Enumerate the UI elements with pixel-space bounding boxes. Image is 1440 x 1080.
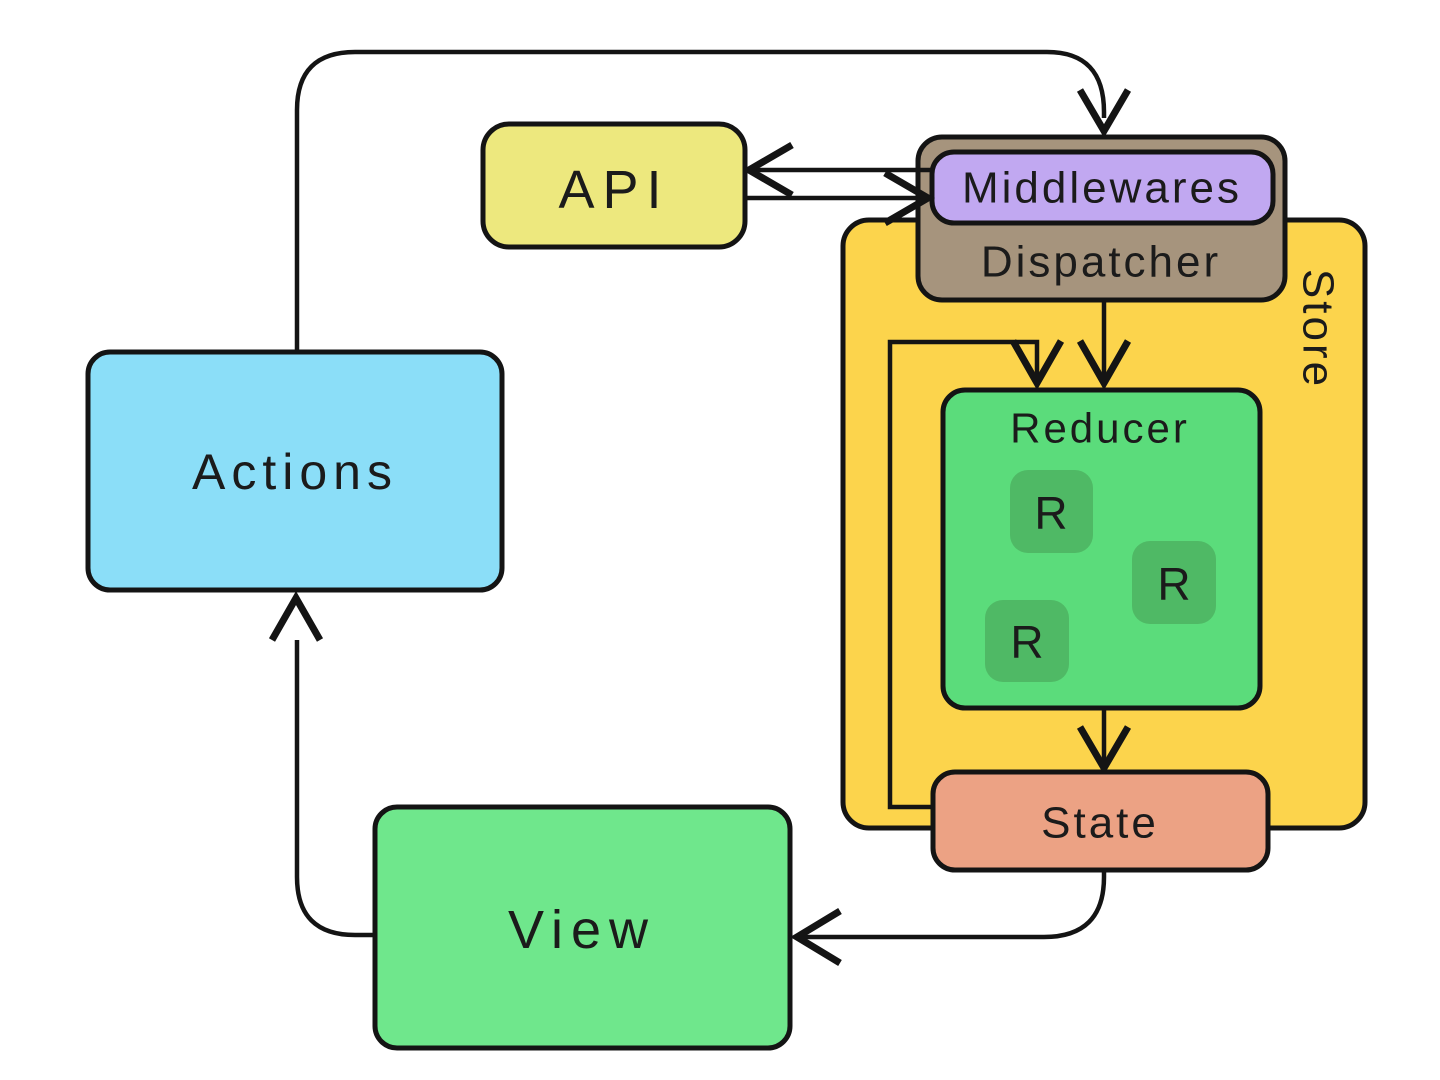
actions-label: Actions (192, 444, 398, 500)
reducer-item-label: R (1034, 487, 1067, 539)
view-to-actions-line (294, 640, 375, 938)
arrowhead-down-icon (1076, 339, 1132, 391)
edge-view-to-actions (268, 590, 375, 938)
state-to-view-line (800, 868, 1107, 940)
arrowhead-down-icon (1009, 339, 1065, 391)
actions-node (85, 349, 505, 593)
edge-middlewares-to-api (742, 141, 932, 199)
reducer-item-label: R (1157, 558, 1190, 610)
arrowhead-left-icon (790, 908, 842, 966)
api-node (480, 121, 748, 250)
store-label: Store (1294, 269, 1343, 389)
middlewares-node (929, 149, 1276, 226)
dispatcher-label: Dispatcher (981, 238, 1221, 287)
edge-state-to-reducer-loop (887, 339, 1065, 810)
state-label: State (1041, 799, 1159, 848)
reducer-item-node (1132, 541, 1216, 624)
edge-reducer-to-state (1076, 708, 1132, 775)
edge-dispatcher-to-reducer (1076, 300, 1132, 391)
view-node (372, 804, 793, 1051)
state-node (930, 769, 1271, 873)
arrowhead-right-icon (883, 169, 935, 227)
diagram-root: Reducer R R R State Dispatche (85, 49, 1368, 1051)
arrowhead-down-icon (1076, 88, 1132, 138)
edge-state-to-view (790, 868, 1107, 966)
reducer-item-label: R (1010, 616, 1043, 668)
reducer-label: Reducer (1010, 405, 1190, 452)
reducer-item-node (985, 600, 1069, 682)
actions-to-dispatcher-line (294, 49, 1107, 352)
view-label: View (508, 900, 656, 960)
arrowhead-up-icon (268, 590, 324, 642)
edge-api-to-middlewares (745, 169, 935, 227)
middlewares-label: Middlewares (962, 164, 1242, 213)
arrowhead-down-icon (1076, 725, 1132, 775)
api-label: API (558, 160, 669, 220)
edge-actions-to-dispatcher (294, 49, 1132, 352)
reducer-item-node (1010, 470, 1093, 553)
arrowhead-left-icon (742, 141, 794, 199)
state-to-reducer-line (887, 339, 1040, 810)
